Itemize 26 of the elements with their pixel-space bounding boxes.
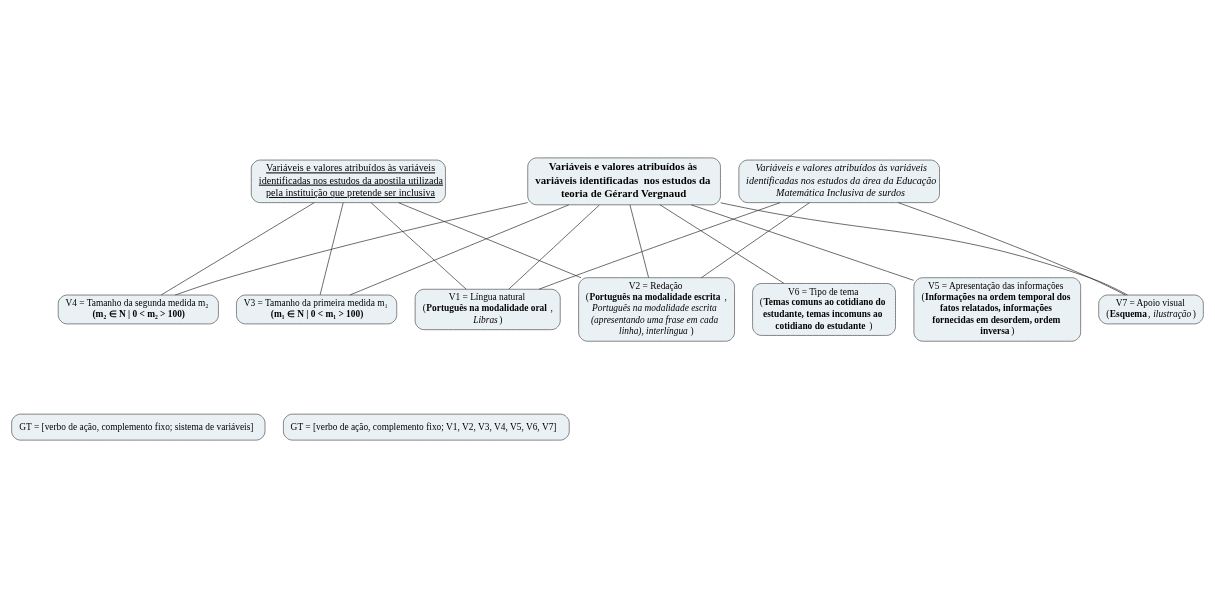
node-box: V6 = Tipo de tema (Temas comuns ao cotidiano do estudante, temas incomuns ao cotidiano do estudante) — [752, 282, 896, 336]
node-box: Variáveis e valores atribuídos às variáveis identificadas nos estudos da área da Educação Matemática Inclusiva de surdos — [738, 159, 940, 203]
node-box: V3 = Tamanho da primeira medida m₁ (m₁ ∈ N | 0 < m₁ > 100) — [236, 294, 398, 324]
connector — [398, 201, 582, 278]
connector — [174, 201, 529, 295]
connector — [538, 201, 781, 290]
connector — [701, 201, 810, 278]
node-box: V7 = Apoio visual (Esquema, ilustração) — [1098, 294, 1204, 324]
connector — [508, 204, 600, 289]
node-box: V5 = Apresentação das informações (Informações na ordem temporal dos fatos relatados, informações fornecidas em desordem, ordem inversa) — [913, 276, 1081, 342]
node-box: GT = [verbo de ação, complemento fixo; V1, V2, V3, V4, V5, V6, V7] — [283, 413, 570, 440]
node-box: Variáveis e valores atribuídos às variáveis identificadas nos estudos da apostila utilizada pela instituição que pretende ser inclusiva — [250, 159, 446, 203]
connector — [690, 204, 915, 281]
connector — [659, 204, 785, 284]
node-box: V2 = Redação (Português na modalidade escrita, Português na modalidade escrita (apresentando uma frase em cada linha), interlíngua) — [578, 276, 735, 342]
connector — [898, 201, 1126, 295]
connector — [319, 201, 344, 295]
node-box: V4 = Tamanho da segunda medida m₂ (m₂ ∈ N | 0 < m₂ > 100) — [57, 294, 219, 324]
connector — [629, 204, 649, 278]
connector — [720, 201, 1128, 295]
node-box: Variáveis e valores atribuídos às variáveis identificadas nos estudos da teoria de Gérard Vergnaud — [527, 157, 721, 205]
node-box: GT = [verbo de ação, complemento fixo; sistema de variáveis] — [11, 413, 266, 440]
connector — [160, 201, 315, 295]
node-box: V1 = Língua natural (Português na modalidade oral, Libras) — [414, 288, 561, 330]
connector — [370, 201, 467, 290]
connector — [349, 204, 570, 295]
